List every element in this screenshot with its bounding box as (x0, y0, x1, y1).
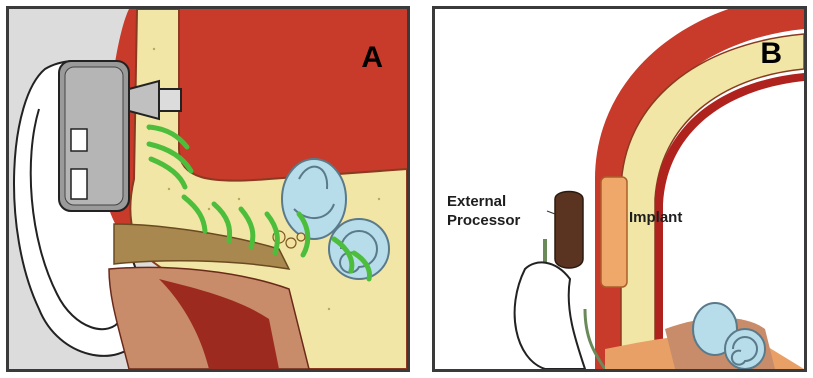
panel-a-letter: A (361, 41, 383, 75)
panel-b-letter: B (760, 37, 782, 71)
external-processor-label-line1: External (447, 192, 557, 211)
panel-b-illustration (435, 9, 804, 369)
panel-a-bone-conduction-hearing-aid: A (6, 6, 410, 372)
implant-label: Implant (629, 208, 682, 227)
external-processor-label-line2: Processor (447, 211, 557, 230)
panel-b-cochlear-implant: B External Processor Implant (432, 6, 807, 372)
panel-a-illustration (9, 9, 407, 369)
implant-device (601, 177, 627, 287)
external-processor-label: External Processor (447, 192, 557, 230)
